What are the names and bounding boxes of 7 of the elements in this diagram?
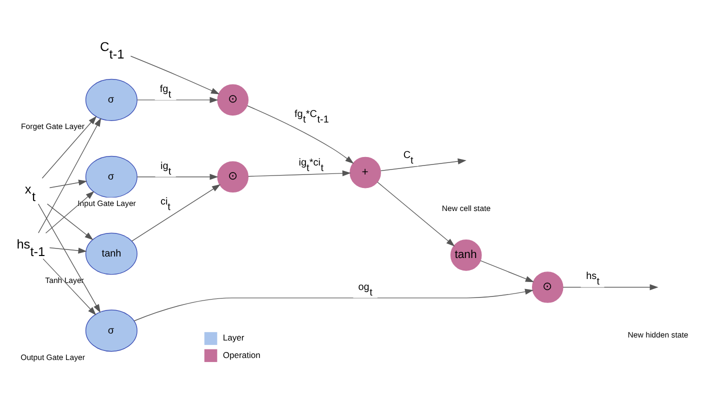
node-label: Output Gate Layer <box>20 352 86 362</box>
legend-label: Operation <box>222 349 260 360</box>
label: New cell state <box>442 203 491 212</box>
label: New hidden state <box>628 330 688 340</box>
legend-label: Layer <box>222 332 244 342</box>
node-label: Forget Gate Layer <box>20 122 85 131</box>
node-label: Input Gate Layer <box>78 198 136 208</box>
